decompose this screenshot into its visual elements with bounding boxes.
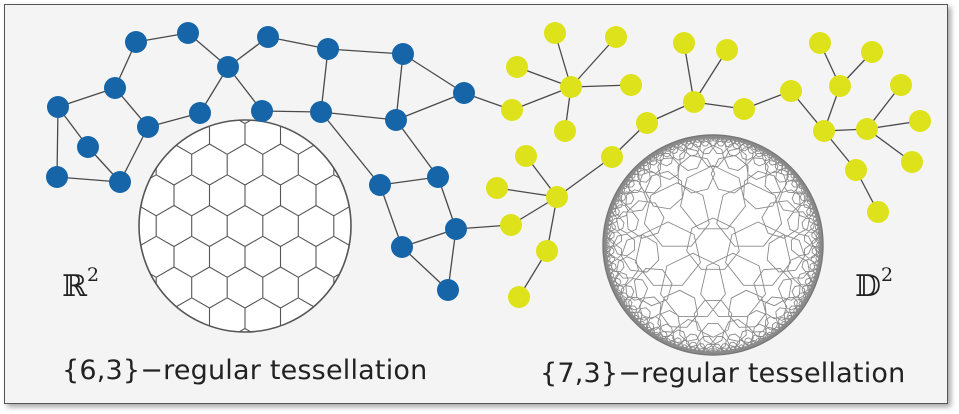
blue-graph-edge [395, 119, 439, 178]
blue-graph-edge [395, 92, 465, 121]
blue-graph-node [310, 101, 332, 123]
yellow-graph-node [620, 74, 642, 96]
yellow-graph-node [856, 118, 878, 140]
yellow-graph-node [673, 32, 695, 54]
blue-graph-node [177, 22, 199, 44]
blue-graph-node [257, 26, 279, 48]
blue-graph-node [385, 109, 407, 131]
blue-graph-node [445, 218, 467, 240]
blue-graph-node [217, 56, 239, 78]
blue-graph-node [104, 77, 126, 99]
yellow-graph-node [546, 186, 568, 208]
yellow-graph-node [861, 41, 883, 63]
right-caption: {7,3}−regular tessellation [540, 358, 906, 389]
blue-graph-node [453, 82, 475, 104]
yellow-graph-node [515, 145, 537, 167]
yellow-graph-node [486, 177, 508, 199]
yellow-graph-node [636, 112, 658, 134]
blue-graph-node [369, 174, 391, 196]
yellow-graph-node [508, 286, 530, 308]
yellow-graph-node [813, 120, 835, 142]
yellow-graph-node [554, 120, 576, 142]
yellow-graph-node [536, 240, 558, 262]
heptagon-tiling [603, 135, 823, 355]
yellow-graph-edge [570, 36, 617, 88]
yellow-graph-node [780, 80, 802, 102]
blue-graph-node [251, 100, 273, 122]
yellow-graph-node [544, 22, 566, 44]
poincare-heptagon-disk [602, 134, 824, 356]
yellow-graph-node [605, 26, 627, 48]
blue-graph-edge [320, 111, 397, 121]
hexagon-edges [139, 120, 351, 332]
yellow-graph-edge [556, 156, 613, 198]
blue-graph-node [392, 43, 414, 65]
euclidean-plane-label: ℝ2 [62, 264, 100, 304]
yellow-graph-node [809, 32, 831, 54]
yellow-graph-node [867, 201, 889, 223]
yellow-graph-node [733, 98, 755, 120]
blue-graph-node [47, 96, 69, 118]
blue-graph-node [437, 279, 459, 301]
blue-graph-node [125, 31, 147, 53]
blue-graph-edge [402, 53, 465, 94]
blue-graph-node [391, 236, 413, 258]
yellow-graph-node [500, 214, 522, 236]
left-caption: {6,3}−regular tessellation [62, 355, 428, 386]
yellow-graph-node [506, 56, 528, 78]
blue-graph-node [189, 102, 211, 124]
hyperbolic-disk-label: 𝔻2 [855, 264, 894, 304]
yellow-graph-node [829, 75, 851, 97]
blue-graph-node [317, 38, 339, 60]
blue-graph-node [137, 116, 159, 138]
yellow-graph-node [560, 76, 582, 98]
yellow-graph-node [909, 110, 931, 132]
blue-graph-edge [56, 106, 59, 178]
yellow-graph-node [845, 159, 867, 181]
yellow-graph-node [890, 74, 912, 96]
graph-nodes [46, 22, 931, 308]
hexagon-tiling [139, 120, 351, 332]
euclidean-hexagon-disk [138, 119, 352, 333]
yellow-graph-node [601, 146, 623, 168]
yellow-graph-node [716, 39, 738, 61]
yellow-graph-node [901, 151, 923, 173]
blue-graph-node [77, 136, 99, 158]
yellow-graph-node [501, 99, 523, 121]
heptagon-edges [603, 135, 823, 355]
blue-graph-node [427, 166, 449, 188]
blue-graph-node [46, 166, 68, 188]
blue-graph-edge [327, 48, 404, 55]
blue-graph-edge [320, 111, 381, 186]
blue-graph-edge [395, 53, 404, 121]
yellow-graph-node [683, 91, 705, 113]
blue-graph-node [109, 171, 131, 193]
